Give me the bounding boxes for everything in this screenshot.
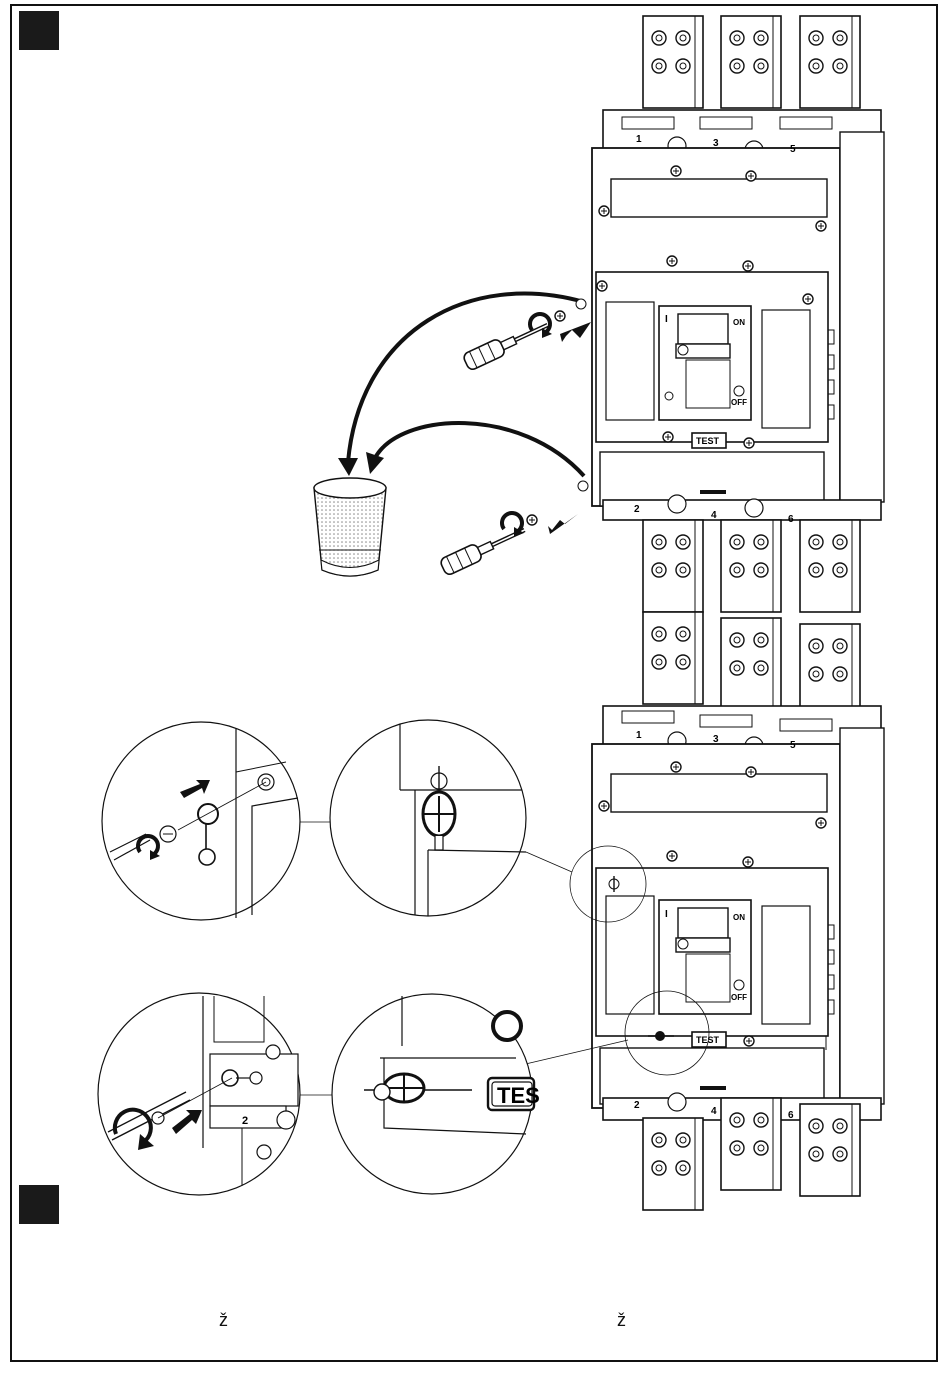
detail-test-seal-result: TES xyxy=(332,994,540,1194)
detail-terminal-label: 2 xyxy=(242,1115,248,1127)
on-symbol-top: I xyxy=(665,314,668,325)
cover-removal-steps xyxy=(314,294,591,577)
terminal-2b: 2 xyxy=(634,1100,640,1111)
breaker-top: I ON OFF TEST 1 3 5 2 4 6 xyxy=(592,16,884,612)
terminal-4b: 4 xyxy=(711,1106,717,1117)
detail-seal-screw-result xyxy=(330,720,526,916)
waste-bin-icon xyxy=(314,478,386,576)
breaker-bottom: I ON OFF TEST 1 3 5 2 4 6 xyxy=(570,612,884,1210)
on-label-top: ON xyxy=(733,318,745,327)
terminal-6b: 6 xyxy=(788,1110,794,1121)
detail-seal-screw-insert xyxy=(102,722,300,920)
on-label-bottom: ON xyxy=(733,913,745,922)
terminal-4: 4 xyxy=(711,510,717,521)
off-label-top: OFF xyxy=(731,398,747,407)
terminal-3: 3 xyxy=(713,138,719,149)
detail-test-label: TES xyxy=(497,1083,540,1108)
detail-test-seal-insert: 2 xyxy=(98,993,300,1195)
terminal-5b: 5 xyxy=(790,740,796,751)
on-symbol-bottom: I xyxy=(665,909,668,920)
terminal-1b: 1 xyxy=(636,730,642,741)
terminal-3b: 3 xyxy=(713,734,719,745)
screwdriver-upper xyxy=(462,317,551,371)
terminal-2: 2 xyxy=(634,504,640,515)
test-label-top: TEST xyxy=(696,436,720,446)
detail-views: 2 TES xyxy=(98,720,628,1195)
off-label-bottom: OFF xyxy=(731,993,747,1002)
terminal-6: 6 xyxy=(788,514,794,525)
terminal-5: 5 xyxy=(790,144,796,155)
terminal-1: 1 xyxy=(636,134,642,145)
